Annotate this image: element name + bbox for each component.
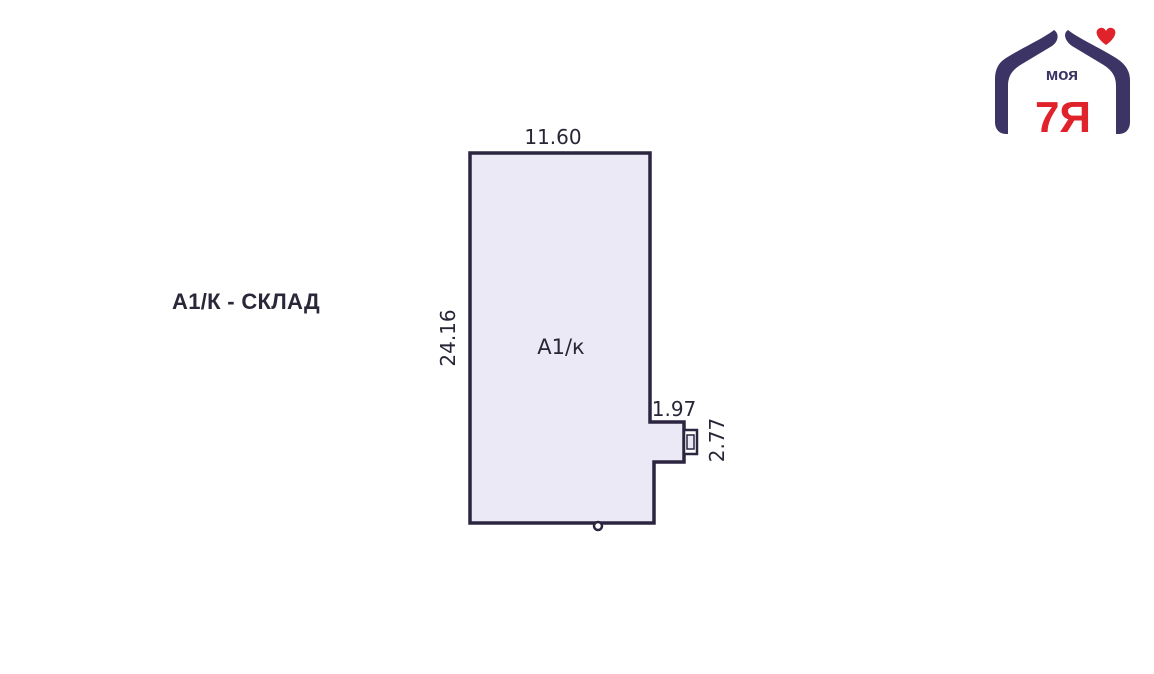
dim-notch-height: 2.77 (705, 418, 729, 463)
logo-word-top: моя (1046, 65, 1078, 84)
room-label: А1/к (537, 335, 585, 359)
logo-word-big: 7Я (1035, 93, 1091, 141)
dim-left-height: 24.16 (436, 309, 460, 366)
dim-top-width: 11.60 (524, 125, 581, 149)
roof-right-icon (1065, 30, 1130, 134)
legend-label: А1/К - СКЛАД (172, 289, 320, 314)
heart-icon (1096, 27, 1116, 45)
brand-logo: моя 7Я (995, 27, 1130, 141)
roof-left-icon (995, 30, 1058, 134)
porch-inner (686, 434, 695, 450)
room-outline (468, 151, 686, 525)
dim-notch-width: 1.97 (652, 397, 697, 421)
entrance-marker (592, 520, 604, 532)
